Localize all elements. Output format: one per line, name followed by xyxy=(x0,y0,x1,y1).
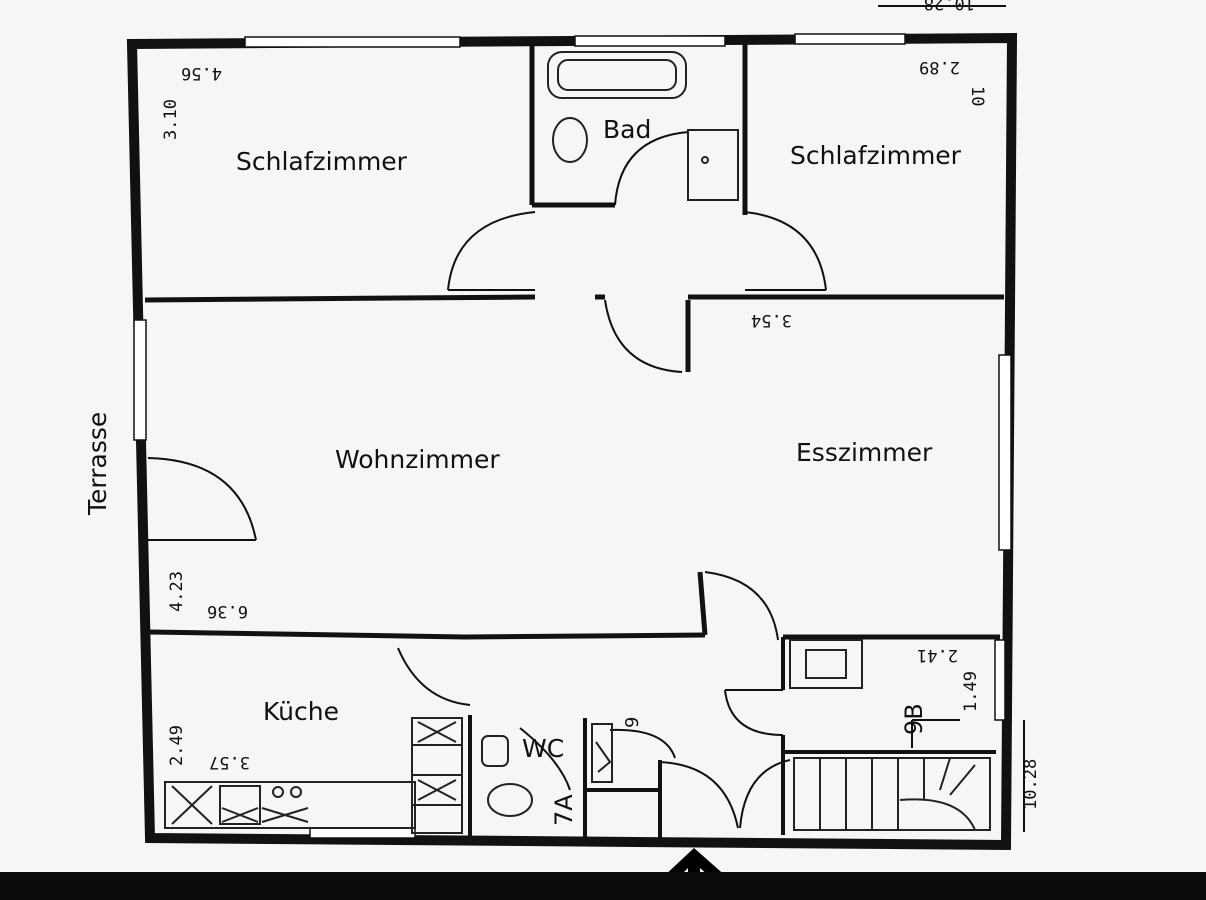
dim-dining-width: 3.54 xyxy=(751,310,792,330)
window-right-lower xyxy=(994,639,1006,721)
window-right xyxy=(998,354,1012,551)
room-label-terrace: Terrasse xyxy=(83,412,112,516)
room-label-dining: Esszimmer xyxy=(796,438,933,467)
toilet-icon xyxy=(552,117,588,163)
room-label-kitchen: Küche xyxy=(263,697,339,726)
chimney-icon xyxy=(789,639,863,689)
dim-bedroom-right-width: 2.89 xyxy=(919,57,960,77)
dim-bedroom-right-depth: 10 xyxy=(967,86,987,106)
wc-fixtures xyxy=(411,717,613,834)
room-label-bedroom-right: Schlafzimmer xyxy=(790,141,962,170)
counter-icon xyxy=(164,781,416,829)
marker-7a: 7A xyxy=(550,794,578,826)
interior-walls xyxy=(144,42,1004,840)
dim-bedroom-left-depth: 3.10 xyxy=(161,99,181,140)
chimney xyxy=(789,639,863,689)
bottom-black-bar xyxy=(0,872,1206,900)
dim-living-width: 6.36 xyxy=(207,601,248,621)
stairs-icon xyxy=(793,757,991,831)
room-label-living: Wohnzimmer xyxy=(335,445,500,474)
outer-walls xyxy=(126,32,1018,851)
window-top-bath xyxy=(574,35,726,47)
dim-small-room-width: 2.41 xyxy=(917,645,958,665)
markers xyxy=(878,5,1025,832)
bathtub-icon xyxy=(547,51,687,99)
dim-kitchen-depth: 2.49 xyxy=(167,725,187,766)
dim-overall-top: 10.28 xyxy=(924,0,975,13)
dim-living-depth: 4.23 xyxy=(167,571,187,612)
window-top-right xyxy=(794,33,906,45)
window-left xyxy=(133,319,147,441)
staircase xyxy=(793,757,991,831)
kitchen-counter xyxy=(164,781,416,829)
room-label-bathroom: Bad xyxy=(603,115,651,144)
marker-9b: 9B xyxy=(900,703,928,735)
dim-bedroom-left-width: 4.56 xyxy=(181,63,222,83)
window-bottom xyxy=(309,827,416,839)
dim-overall-right: 10.28 xyxy=(1021,759,1041,810)
room-label-bedroom-left: Schlafzimmer xyxy=(236,147,408,176)
window-top-left xyxy=(244,36,461,48)
bath-fixtures xyxy=(547,51,739,201)
dim-small-room-depth: 1.49 xyxy=(961,671,981,712)
doors xyxy=(147,131,827,829)
marker-9: 9 xyxy=(622,717,643,728)
dim-kitchen-width: 3.57 xyxy=(209,752,250,772)
wc-toilet-icon xyxy=(487,783,533,817)
sink-icon xyxy=(687,129,739,201)
room-label-wc: WC xyxy=(522,734,564,763)
